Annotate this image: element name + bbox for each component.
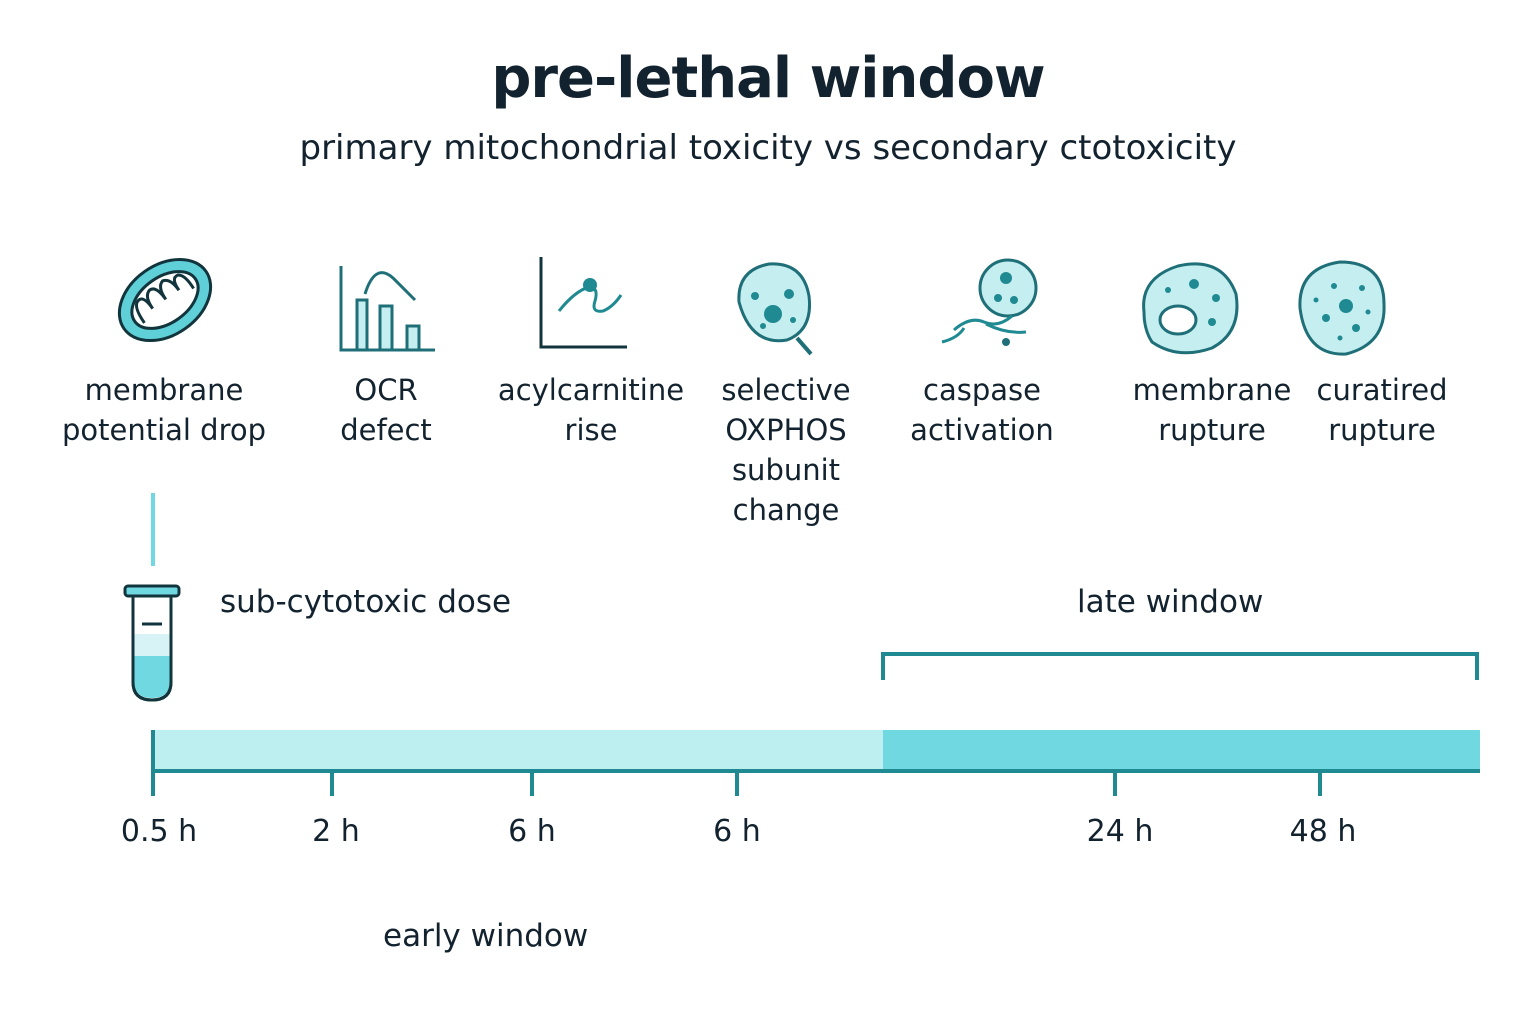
early-window-bar bbox=[153, 730, 883, 770]
stage-label-membrane-potential-drop: membrane potential drop bbox=[61, 373, 267, 447]
page-title: pre-lethal window bbox=[491, 46, 1045, 111]
apoptotic-cell-icon bbox=[940, 258, 1050, 353]
stage-label-acylcarnitine-rise: acylcarnitine rise bbox=[497, 373, 685, 447]
stage-label-oxphos-subunit-change: selective OXPHOS subunit change bbox=[721, 373, 851, 527]
stage-label-ocr-defect: OCR defect bbox=[340, 373, 432, 447]
late-window-label: late window bbox=[1077, 584, 1264, 620]
page-subtitle: primary mitochondrial toxicity vs second… bbox=[299, 128, 1237, 168]
early-window-label: early window bbox=[383, 918, 589, 954]
late-window-bracket bbox=[881, 652, 1479, 680]
ruptured-cell-icon bbox=[1138, 260, 1242, 360]
late-window-bar bbox=[883, 730, 1480, 770]
tick-label-0.5h: 0.5 h bbox=[120, 814, 198, 849]
test-tube-icon bbox=[123, 584, 181, 702]
tick-label-24h: 24 h bbox=[1086, 814, 1154, 849]
stage-label-curatired-rupture: curatired rupture bbox=[1316, 373, 1448, 447]
dose-label: sub-cytotoxic dose bbox=[220, 584, 512, 620]
mitochondrion-icon bbox=[110, 245, 220, 355]
bar-chart-icon bbox=[335, 262, 440, 357]
stage-label-caspase-activation: caspase activation bbox=[910, 373, 1054, 447]
stage-label-membrane-rupture: membrane rupture bbox=[1132, 373, 1292, 447]
tick-label-6h-b: 6 h bbox=[713, 814, 761, 849]
fragmented-cell-icon bbox=[1294, 258, 1388, 358]
tick-label-2h: 2 h bbox=[312, 814, 360, 849]
cell-magnifier-icon bbox=[733, 258, 823, 358]
tick-label-6h-a: 6 h bbox=[508, 814, 556, 849]
line-graph-icon bbox=[537, 255, 632, 355]
tick-label-48h: 48 h bbox=[1289, 814, 1357, 849]
